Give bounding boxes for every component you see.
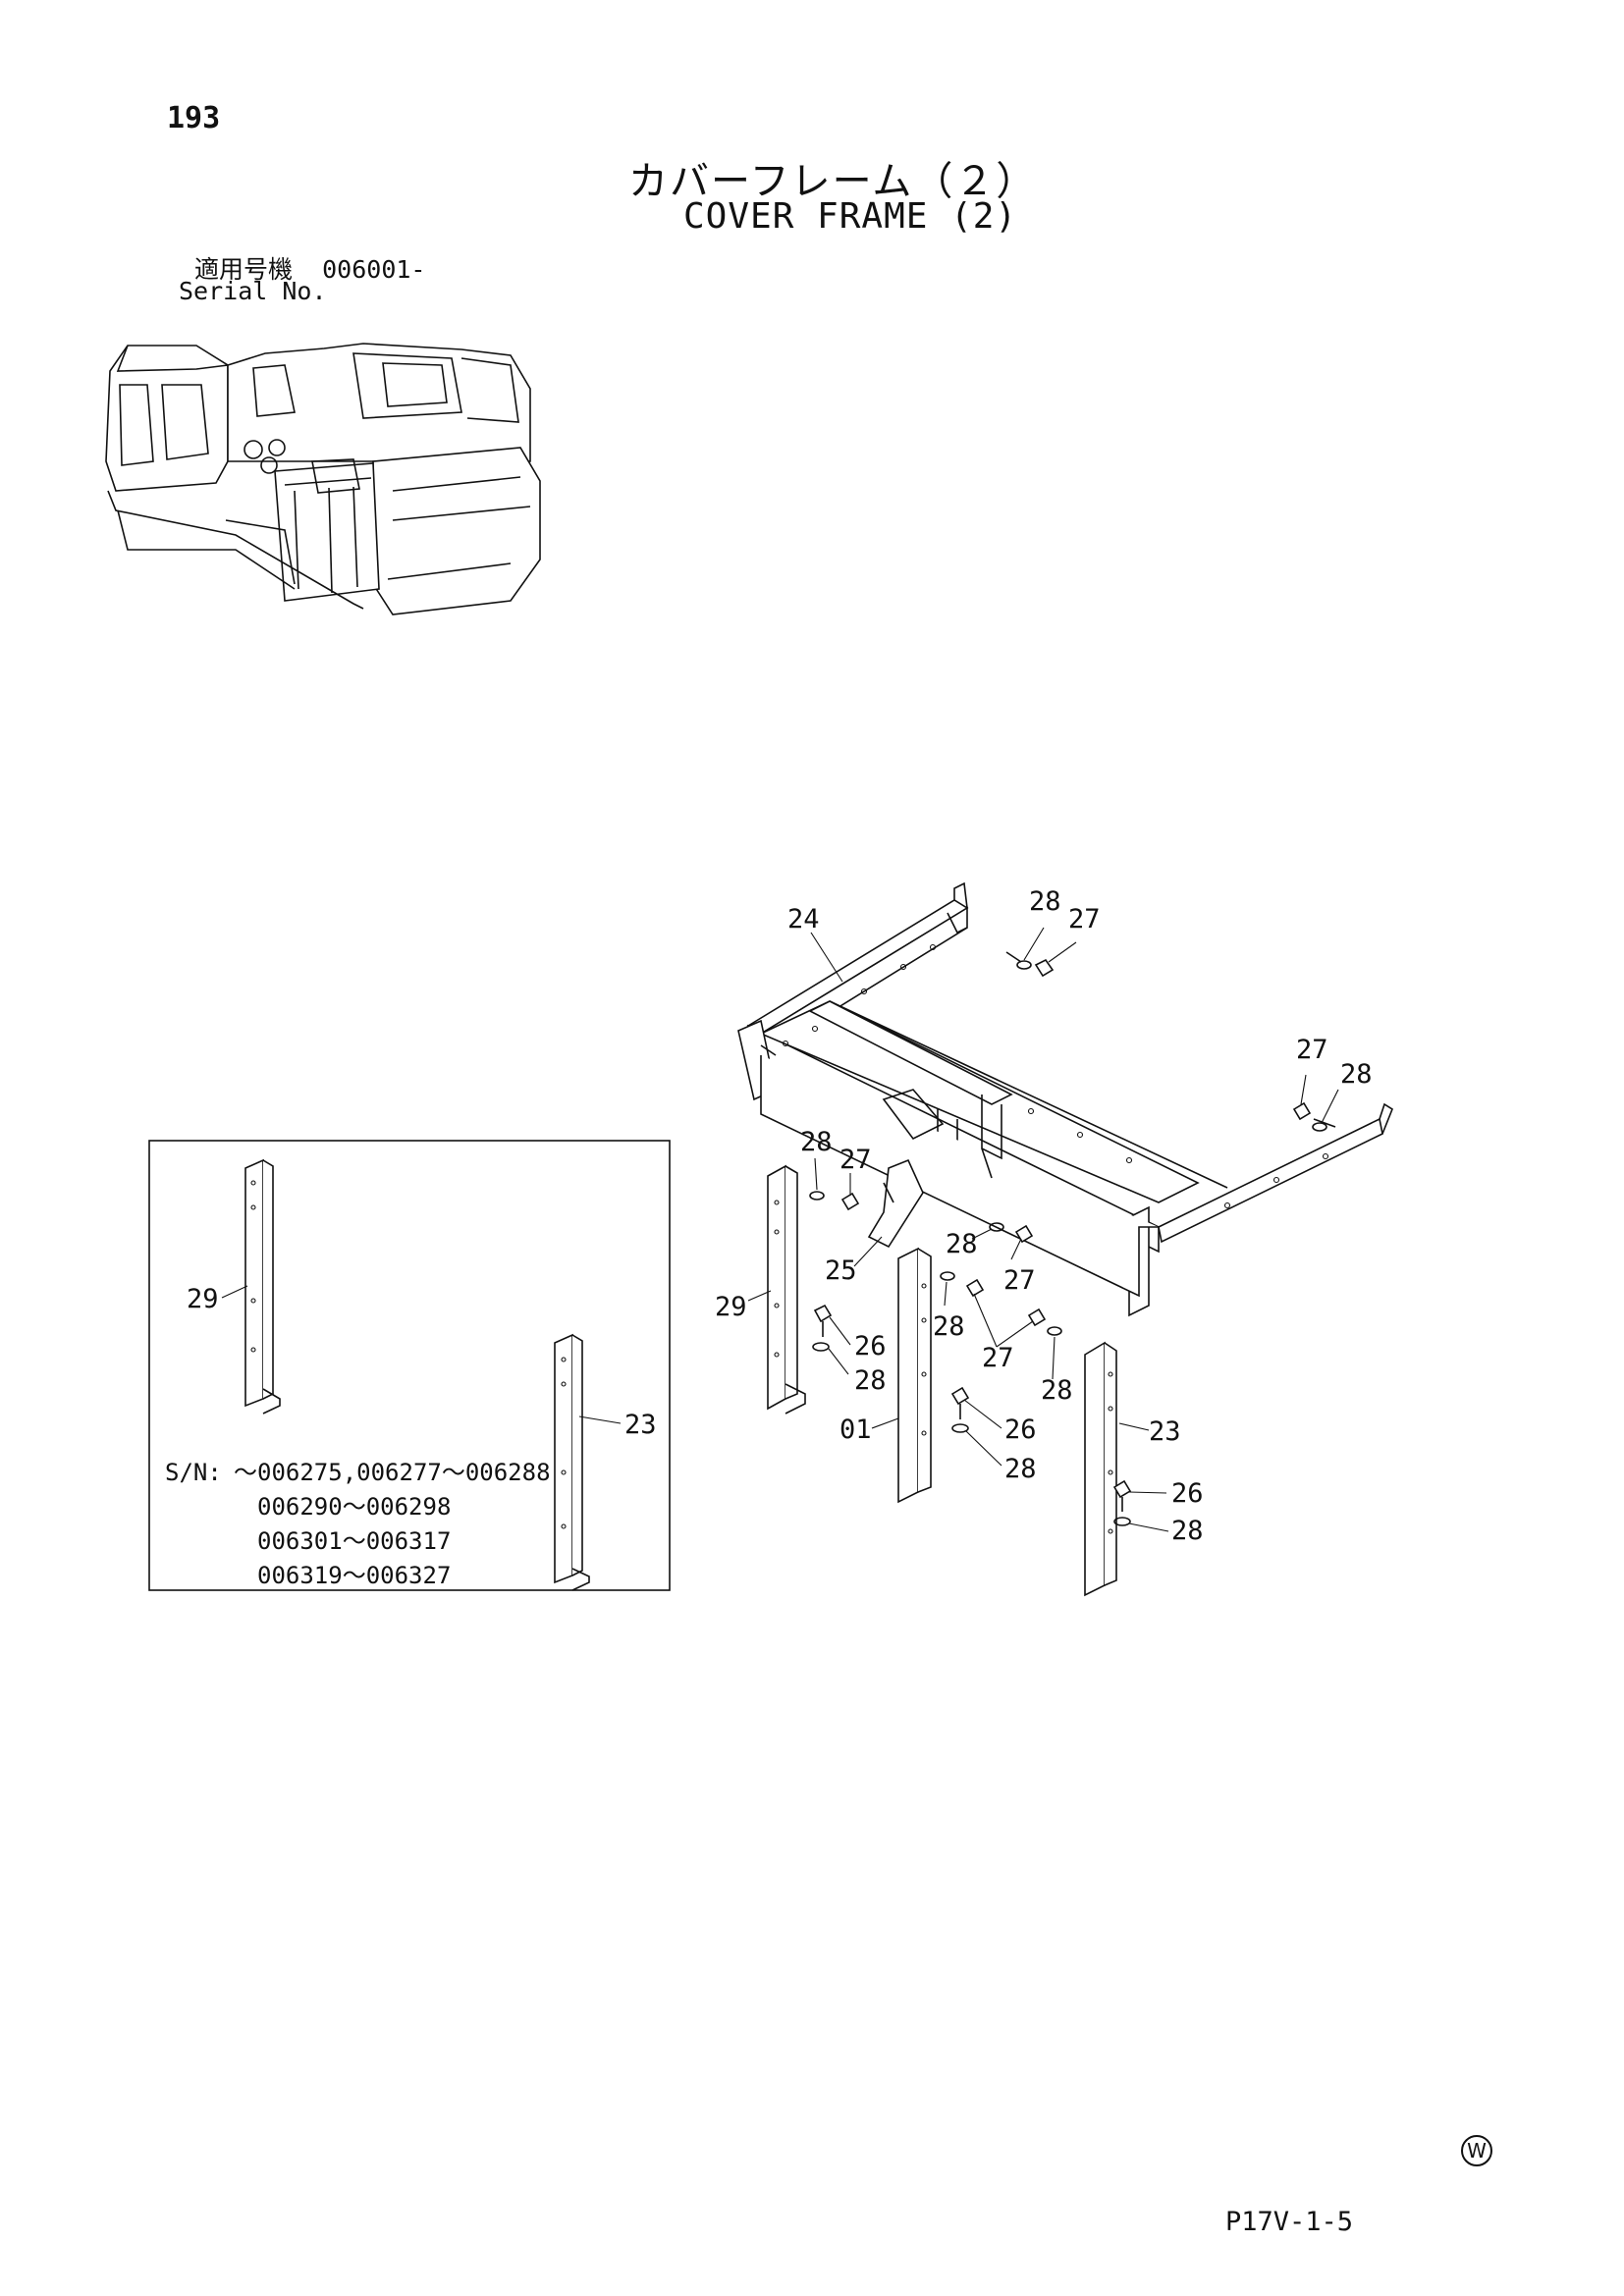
inset-sn-line: 006301～006317 [257,1527,451,1555]
callout-24: 24 [787,904,820,934]
inset-sn-line: ～006275,006277～006288 [234,1459,551,1486]
serial-value: 006001- [322,255,426,284]
page-title-jp: カバーフレーム（２） [628,159,1038,204]
page-number: 193 [167,101,221,135]
callout-27: 27 [1068,904,1101,934]
cover-frame-assembly: 24 28 27 27 28 28 27 25 28 27 29 28 27 2… [715,881,1393,1597]
callout-28: 28 [800,1127,833,1157]
callout-26: 26 [854,1331,887,1362]
serial-line-jp: 適用号機 006001- [194,250,425,286]
serial-label-jp: 適用号機 [194,255,294,284]
inset-callout-29: 29 [187,1284,219,1314]
callout-28: 28 [1041,1375,1073,1406]
callout-28: 28 [1340,1059,1373,1090]
callout-27: 27 [982,1343,1014,1373]
inset-callout-23: 23 [624,1410,657,1440]
callout-28: 28 [1029,886,1061,917]
callout-27: 27 [839,1145,872,1175]
footer-code: P17V-1-5 [1225,2207,1354,2237]
serial-label-en: Serial No. [179,277,327,305]
inset-sn-label: S/N: [165,1459,222,1486]
callout-26: 26 [1004,1415,1037,1445]
callout-28: 28 [1004,1454,1037,1484]
page-title-en: COVER FRAME (2) [683,196,1018,237]
callout-28: 28 [933,1311,965,1342]
callout-27: 27 [1296,1035,1328,1065]
inset-sn-line: 006290～006298 [257,1493,451,1521]
callout-27: 27 [1003,1265,1036,1296]
leader-lines [747,927,1339,1532]
inset-sn-line: 006319～006327 [257,1562,451,1589]
callout-28: 28 [1171,1516,1204,1546]
machine-overview-illustration [105,343,541,615]
callout-01: 01 [839,1415,872,1445]
callout-26: 26 [1171,1478,1204,1509]
serial-variant-inset: 29 23 S/N: ～006275,006277～006288 006290～… [148,1140,671,1591]
w-mark-icon: W [1461,2135,1492,2166]
callout-29: 29 [715,1292,747,1322]
callout-28: 28 [946,1229,978,1259]
callout-28: 28 [854,1365,887,1396]
fasteners [809,951,1336,1526]
callout-25: 25 [825,1255,857,1286]
callout-23: 23 [1149,1416,1181,1447]
